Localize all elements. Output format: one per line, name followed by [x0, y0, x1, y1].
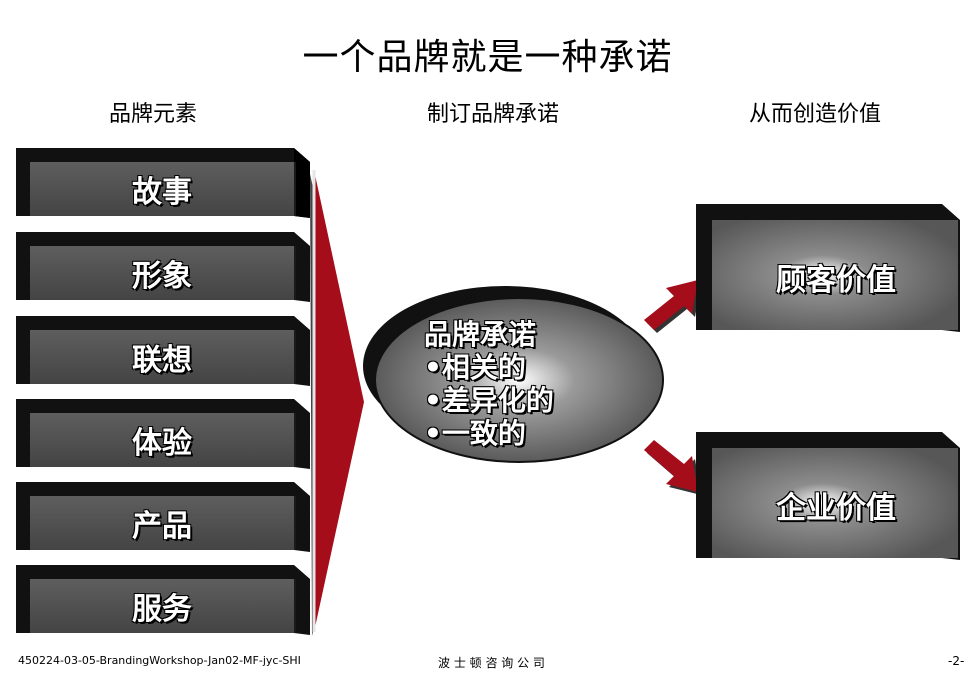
brand-element-service: 服务	[16, 565, 310, 635]
footer-company: 波 士 顿 咨 询 公 司	[438, 656, 545, 670]
column-header-elements: 品牌元素	[108, 102, 197, 127]
promise-text-block: 品牌承诺 •相关的 •差异化的 •一致的	[424, 318, 654, 450]
funnel-triangle-shape	[310, 170, 364, 636]
promise-heading: 品牌承诺	[424, 318, 537, 351]
brand-element-experience: 体验	[16, 399, 310, 469]
brand-element-label: 故事	[132, 175, 192, 210]
footer-document-id: 450224-03-05-BrandingWorkshop-Jan02-MF-j…	[18, 654, 301, 667]
arrow-up-right-icon	[644, 280, 701, 333]
value-label: 顾客价值	[776, 263, 896, 298]
brand-element-label: 体验	[132, 426, 192, 461]
value-box-enterprise: 企业价值	[696, 432, 960, 560]
promise-point: •一致的	[424, 417, 526, 450]
brand-element-product: 产品	[16, 482, 310, 552]
brand-element-label: 形象	[132, 259, 192, 294]
brand-element-label: 联想	[132, 343, 192, 378]
brand-element-story: 故事	[16, 148, 310, 218]
promise-point: •相关的	[424, 351, 526, 384]
footer-page-number: -2-	[948, 654, 965, 668]
arrow-down-right-icon	[644, 440, 701, 495]
value-box-customer: 顾客价值	[696, 204, 960, 332]
value-label: 企业价值	[776, 491, 896, 526]
column-header-value: 从而创造价值	[748, 102, 881, 127]
column-header-promise: 制订品牌承诺	[426, 102, 559, 127]
promise-point: •差异化的	[424, 384, 554, 417]
slide-title: 一个品牌就是一种承诺	[302, 37, 673, 78]
brand-element-label: 服务	[132, 592, 192, 627]
brand-element-label: 产品	[132, 509, 192, 544]
promise-ellipse-shape	[363, 286, 664, 463]
brand-element-association: 联想	[16, 316, 310, 386]
brand-element-image: 形象	[16, 232, 310, 302]
